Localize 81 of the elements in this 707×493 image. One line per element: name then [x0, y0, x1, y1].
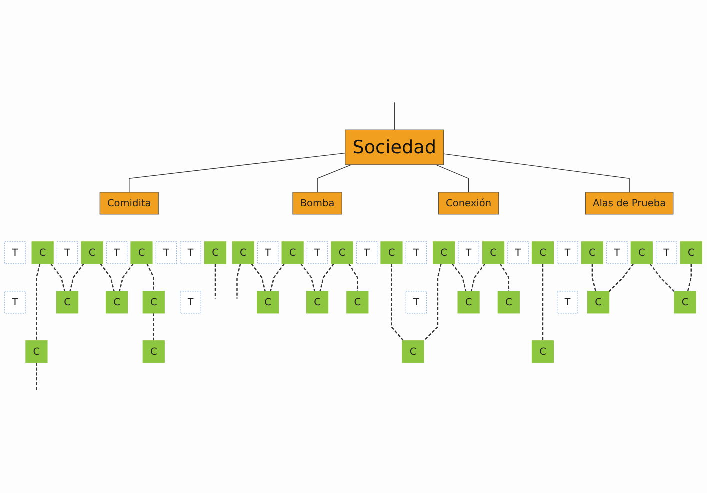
connector [542, 264, 544, 341]
node-box: C [532, 242, 554, 264]
connector [119, 264, 134, 292]
node-box: Comidita [100, 192, 159, 215]
connector [129, 152, 346, 193]
node-box: C [26, 340, 48, 364]
connector [36, 362, 38, 390]
node-box: Bomba [292, 192, 342, 215]
node-box: C [56, 291, 79, 314]
connector [436, 164, 470, 193]
node-box: C [32, 242, 54, 264]
connector [443, 154, 630, 193]
connector [100, 264, 115, 292]
node-box: C [380, 242, 403, 264]
node-box: T [557, 242, 578, 264]
node-box: C [257, 291, 280, 314]
node-box: C [130, 242, 153, 264]
connector [500, 264, 510, 292]
node-box: C [331, 242, 354, 264]
connector [592, 264, 596, 292]
connector [687, 264, 692, 292]
node-box: T [180, 242, 202, 264]
connector [270, 264, 286, 292]
connector [650, 264, 675, 292]
connector [300, 264, 316, 292]
connector [608, 264, 634, 292]
connector [470, 264, 486, 292]
node-box: C [232, 242, 254, 264]
node-box: C [630, 242, 653, 264]
node-box: T [458, 242, 480, 264]
connector [348, 264, 358, 292]
node-box: C [142, 340, 165, 364]
node-box: C [458, 291, 480, 314]
connector [317, 164, 352, 193]
node-box: T [406, 291, 428, 314]
node-box: T [406, 242, 428, 264]
node-box: T [106, 242, 128, 264]
connector [214, 264, 216, 299]
node-box: T [306, 242, 328, 264]
node-box: C [588, 291, 610, 314]
node-box: T [4, 242, 26, 264]
node-box: Sociedad [345, 130, 444, 166]
node-box: C [433, 242, 456, 264]
connector [153, 313, 154, 341]
node-box: C [106, 291, 128, 314]
node-box: T [180, 291, 202, 314]
node-box: Conexión [438, 192, 500, 215]
connector [146, 264, 154, 292]
node-box: C [402, 340, 424, 364]
node-box: C [81, 242, 104, 264]
connector [452, 264, 467, 292]
connector [424, 264, 442, 342]
node-box: C [204, 242, 227, 264]
node-box: C [674, 291, 696, 314]
node-box: C [282, 242, 304, 264]
node-box: T [656, 242, 678, 264]
node-box: Alas de Prueba [585, 192, 674, 215]
node-box: T [4, 291, 26, 314]
node-box: C [142, 291, 165, 314]
node-box: T [156, 242, 178, 264]
node-box: T [606, 242, 628, 264]
node-box: T [356, 242, 378, 264]
connector [251, 264, 266, 292]
node-box: C [498, 291, 520, 314]
node-box: C [482, 242, 505, 264]
connector [236, 264, 242, 299]
connector [391, 264, 404, 342]
node-box: T [257, 242, 279, 264]
node-box: C [680, 242, 702, 264]
node-box: C [346, 291, 369, 314]
node-box: C [306, 291, 329, 314]
connector [50, 264, 66, 292]
connector [70, 264, 84, 292]
connector [36, 264, 41, 341]
node-box: T [56, 242, 78, 264]
node-box: C [532, 340, 554, 364]
connector [394, 102, 395, 130]
node-box: C [581, 242, 604, 264]
node-box: T [557, 291, 578, 314]
connector [320, 264, 334, 292]
node-box: T [508, 242, 529, 264]
